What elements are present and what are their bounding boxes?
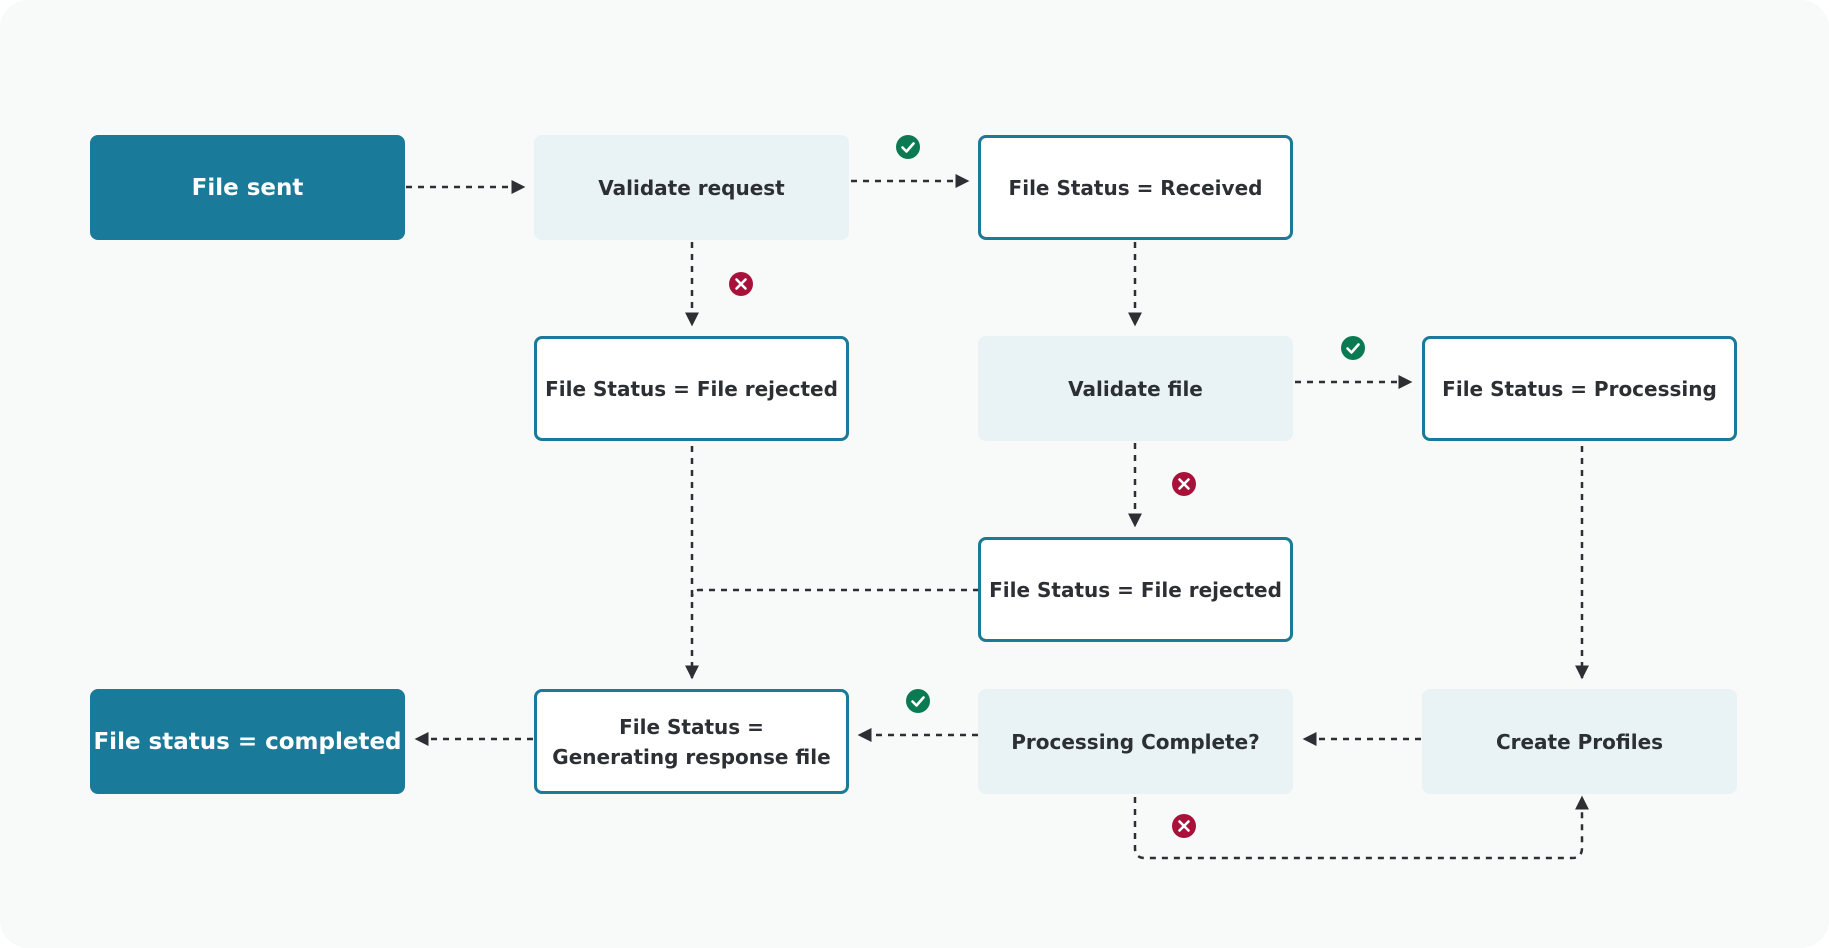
node-status-rejected-request: File Status = File rejected — [534, 336, 849, 441]
node-status-processing: File Status = Processing — [1422, 336, 1737, 441]
edge-processing-complete-retry-loop — [1133, 795, 1589, 860]
check-circle-icon — [1341, 336, 1365, 360]
node-status-rejected-request-label: File Status = File rejected — [545, 376, 838, 401]
node-processing-complete: Processing Complete? — [978, 689, 1293, 794]
node-create-profiles: Create Profiles — [1422, 689, 1737, 794]
node-create-profiles-label: Create Profiles — [1495, 729, 1664, 754]
node-status-rejected-file: File Status = File rejected — [978, 537, 1293, 642]
x-circle-icon — [1172, 814, 1196, 838]
node-validate-file-label: Validate file — [1068, 376, 1203, 401]
node-status-completed-label: File status = completed — [93, 728, 402, 755]
node-status-rejected-file-label: File Status = File rejected — [989, 577, 1282, 602]
node-file-sent-label: File sent — [191, 174, 304, 201]
node-status-generating-line2: Generating response file — [552, 744, 831, 769]
node-status-processing-label: File Status = Processing — [1442, 376, 1717, 401]
node-validate-file: Validate file — [978, 336, 1293, 441]
check-circle-icon — [896, 135, 920, 159]
node-status-received-label: File Status = Received — [1008, 175, 1263, 200]
x-circle-icon — [1172, 472, 1196, 496]
check-circle-icon — [906, 689, 930, 713]
node-validate-request: Validate request — [534, 135, 849, 240]
node-status-generating-line1: File Status = — [619, 714, 764, 739]
node-status-received: File Status = Received — [978, 135, 1293, 240]
node-file-sent: File sent — [90, 135, 405, 240]
edge-rejected-file-merge — [690, 588, 979, 598]
node-validate-request-label: Validate request — [598, 175, 785, 200]
x-circle-icon — [729, 272, 753, 296]
node-status-generating: File Status = Generating response file — [534, 689, 849, 794]
node-status-completed: File status = completed — [90, 689, 405, 794]
node-processing-complete-label: Processing Complete? — [1011, 729, 1260, 754]
